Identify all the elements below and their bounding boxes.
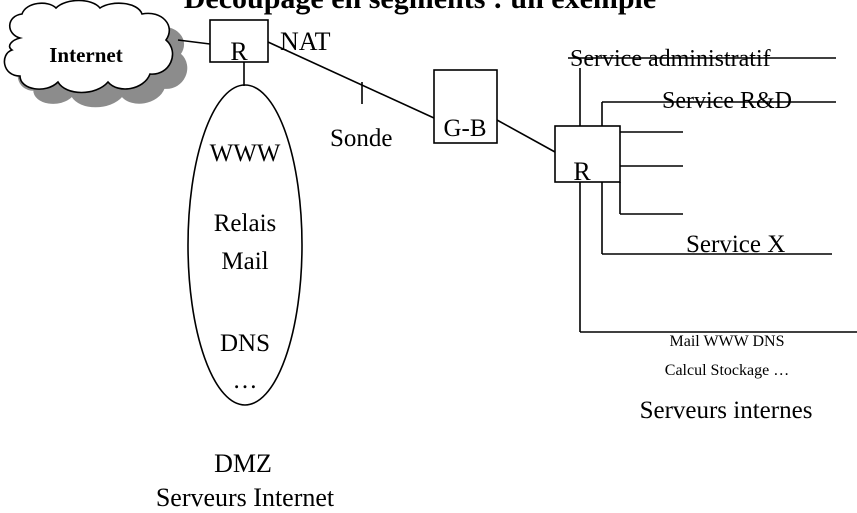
dmz-server-relais: Relais: [214, 210, 277, 237]
cloud-shape: [3, 0, 174, 94]
gateway-box: [433, 69, 498, 144]
internet-cloud: Internet: [3, 0, 188, 108]
link-internet-router: [177, 39, 211, 45]
dmz-ellipse: [187, 84, 303, 406]
internal-servers-list-2: Calcul Stockage …: [665, 362, 789, 379]
service-x-label: Service X: [686, 231, 785, 258]
internal-router-box: [554, 125, 621, 183]
probe-label: Sonde: [330, 125, 393, 152]
gateway-label: G-B: [443, 115, 486, 142]
internal-router-label: R: [573, 157, 591, 186]
dmz-server-www: WWW: [210, 140, 281, 167]
internal-servers-caption: Serveurs internes: [640, 397, 813, 424]
dmz-server-dns: DNS: [220, 330, 270, 357]
internet-label: Internet: [49, 43, 122, 67]
link-gateway-router: [496, 119, 556, 153]
service-rd-label: Service R&D: [662, 88, 792, 114]
dmz-caption-servers: Serveurs Internet: [156, 483, 335, 512]
link-router-gateway: [267, 41, 435, 119]
dmz-server-mail: Mail: [221, 248, 268, 275]
border-router-label: R: [230, 37, 248, 66]
dmz-server-more: …: [233, 367, 258, 394]
service-admin-label: Service administratif: [570, 46, 771, 72]
dmz-caption: DMZ: [214, 449, 272, 478]
internal-servers-list-1: Mail WWW DNS: [670, 333, 785, 350]
border-router-box: [209, 19, 269, 63]
diagram-title: Découpage en segments : un exemple: [184, 0, 656, 15]
